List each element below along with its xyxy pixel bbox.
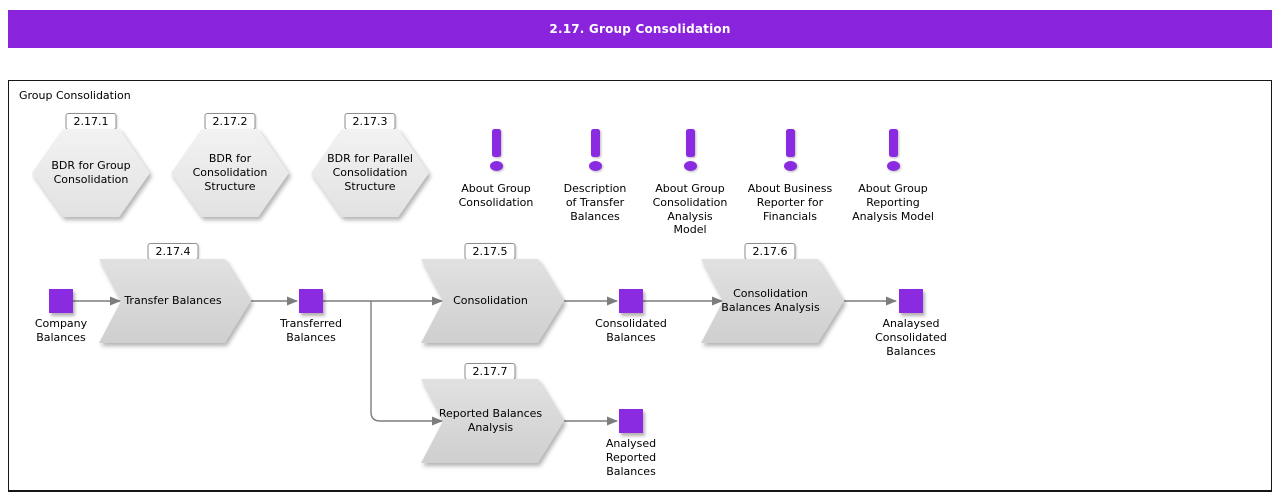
exclamation-bar <box>785 129 795 157</box>
artifact-label-transferred-balances: Transferred Balances <box>279 317 343 344</box>
process-label: Transfer Balances <box>124 294 222 308</box>
hexagon-bdr-for-parallel-consolidation-structure[interactable]: BDR for Parallel Consolidation Structure <box>311 129 429 217</box>
page-title: 2.17. Group Consolidation <box>549 22 731 36</box>
artifact-label-analaysed-consolidated-balances: Analaysed Consolidated Balances <box>875 317 947 358</box>
process-label: Consolidation Balances Analysis <box>721 287 820 314</box>
info-label-about-group-consolidation-analysis-model: About Group Consolidation Analysis Model <box>652 182 728 237</box>
exclamation-mark-icon[interactable] <box>682 129 698 171</box>
exclamation-bar <box>685 129 695 157</box>
exclamation-mark-icon[interactable] <box>885 129 901 171</box>
badge-2-17-3: 2.17.3 <box>344 113 396 130</box>
process-label: Consolidation <box>453 294 528 308</box>
artifact-label-company-balances: Company Balances <box>34 317 88 344</box>
hexagon-label: BDR for Parallel Consolidation Structure <box>327 152 413 193</box>
info-label-description-of-transfer-balances: Description of Transfer Balances <box>563 182 627 223</box>
process-consolidation-balances-analysis[interactable]: Consolidation Balances Analysis <box>701 259 844 343</box>
exclamation-dot <box>683 161 697 171</box>
badge-2-17-4: 2.17.4 <box>147 243 199 260</box>
hexagon-shape: BDR for Consolidation Structure <box>171 129 289 217</box>
exclamation-mark-icon[interactable] <box>587 129 603 171</box>
badge-2-17-1: 2.17.1 <box>65 113 117 130</box>
artifact-analaysed-consolidated-balances[interactable] <box>899 289 923 313</box>
artifact-transferred-balances[interactable] <box>299 289 323 313</box>
exclamation-mark-icon[interactable] <box>782 129 798 171</box>
artifact-label-analysed-reported-balances: Analysed Reported Balances <box>605 437 657 478</box>
chevron-shape: Transfer Balances <box>99 259 251 343</box>
chevron-shape: Consolidation <box>421 259 564 343</box>
hexagon-shape: BDR for Group Consolidation <box>32 129 150 217</box>
badge-2-17-2: 2.17.2 <box>204 113 256 130</box>
process-reported-balances-analysis[interactable]: Reported Balances Analysis <box>421 379 564 463</box>
hexagon-bdr-for-consolidation-structure[interactable]: BDR for Consolidation Structure <box>171 129 289 217</box>
exclamation-bar <box>491 129 501 157</box>
info-label-about-group-consolidation: About Group Consolidation <box>458 182 534 209</box>
exclamation-bar <box>590 129 600 157</box>
artifact-analysed-reported-balances[interactable] <box>619 409 643 433</box>
info-label-about-business-reporter-for-financials: About Business Reporter for Financials <box>747 182 833 223</box>
exclamation-dot <box>489 161 503 171</box>
exclamation-mark-icon[interactable] <box>488 129 504 171</box>
exclamation-dot <box>783 161 797 171</box>
badge-2-17-5: 2.17.5 <box>464 243 516 260</box>
hexagon-label: BDR for Consolidation Structure <box>192 152 268 193</box>
title-bar: 2.17. Group Consolidation <box>8 10 1272 48</box>
exclamation-bar <box>888 129 898 157</box>
hexagon-bdr-for-group-consolidation[interactable]: BDR for Group Consolidation <box>32 129 150 217</box>
process-transfer-balances[interactable]: Transfer Balances <box>99 259 251 343</box>
process-label: Reported Balances Analysis <box>438 407 543 434</box>
hexagon-label: BDR for Group Consolidation <box>51 159 131 186</box>
info-label-about-group-reporting-analysis-model: About Group Reporting Analysis Model <box>852 182 934 223</box>
artifact-consolidated-balances[interactable] <box>619 289 643 313</box>
chevron-shape: Reported Balances Analysis <box>421 379 564 463</box>
diagram-canvas: Group Consolidation 2.17.1 2.17.2 2.17.3… <box>8 80 1272 492</box>
process-consolidation[interactable]: Consolidation <box>421 259 564 343</box>
chevron-shape: Consolidation Balances Analysis <box>701 259 844 343</box>
exclamation-dot <box>886 161 900 171</box>
hexagon-shape: BDR for Parallel Consolidation Structure <box>311 129 429 217</box>
artifact-label-consolidated-balances: Consolidated Balances <box>595 317 667 344</box>
badge-2-17-7: 2.17.7 <box>464 363 516 380</box>
artifact-company-balances[interactable] <box>49 289 73 313</box>
frame-label: Group Consolidation <box>19 89 131 102</box>
exclamation-dot <box>588 161 602 171</box>
badge-2-17-6: 2.17.6 <box>744 243 796 260</box>
